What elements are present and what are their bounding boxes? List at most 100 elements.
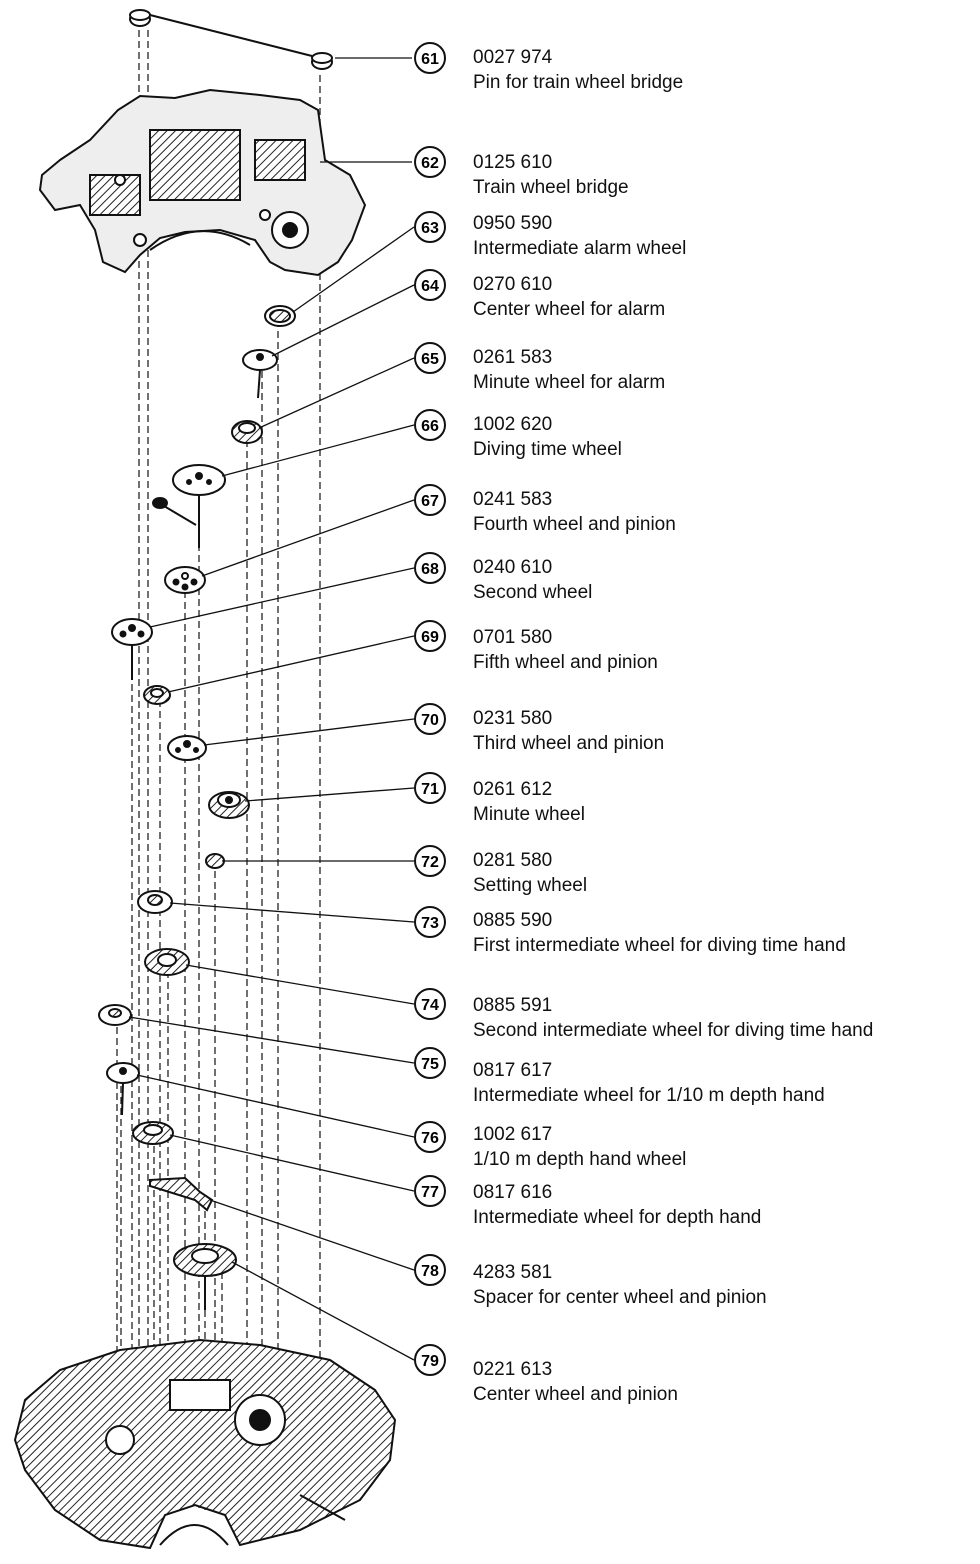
part-code: 1002 617 [473, 1124, 553, 1145]
part-description: Minute wheel [473, 804, 585, 825]
part-code: 0950 590 [473, 213, 553, 234]
callout-number: 79 [421, 1353, 439, 1370]
part-code: 0261 583 [473, 347, 553, 368]
part-code: 0241 583 [473, 489, 553, 510]
callout-67: 67 [414, 484, 446, 516]
callout-number: 71 [421, 781, 439, 798]
minute-wheel-alarm-icon [231, 420, 263, 444]
part-code: 0817 617 [473, 1060, 553, 1081]
intermediate-wheel-tenth-icon [98, 1004, 132, 1026]
part-code: 0240 610 [473, 557, 553, 578]
part-description: Setting wheel [473, 875, 588, 896]
part-code: 0885 591 [473, 995, 553, 1016]
callout-number: 65 [421, 351, 439, 368]
second-wheel-icon [111, 618, 153, 680]
spacer-icon [149, 1176, 214, 1212]
callout-number: 63 [421, 220, 439, 237]
part-description: Intermediate wheel for 1/10 m depth hand [473, 1085, 825, 1106]
part-code: 0817 616 [473, 1182, 553, 1203]
callout-77: 77 [414, 1175, 446, 1207]
diving-time-wheel-icon [152, 464, 226, 548]
part-code: 0270 610 [473, 274, 553, 295]
callout-73: 73 [414, 906, 446, 938]
part-description: Second intermediate wheel for diving tim… [473, 1020, 874, 1041]
callout-number: 73 [421, 915, 439, 932]
callout-number: 69 [421, 629, 439, 646]
callout-62: 62 [414, 146, 446, 178]
fifth-wheel-icon [143, 685, 171, 705]
wheel-icons [98, 305, 296, 1310]
callout-68: 68 [414, 552, 446, 584]
tenth-depth-hand-wheel-icon [106, 1062, 140, 1116]
part-description: Minute wheel for alarm [473, 372, 666, 393]
callout-64: 64 [414, 269, 446, 301]
setting-wheel-icon [205, 853, 225, 869]
callout-69: 69 [414, 620, 446, 652]
part-description: Fifth wheel and pinion [473, 652, 658, 673]
callout-number: 66 [421, 418, 439, 435]
part-code: 0701 580 [473, 627, 553, 648]
part-description: Train wheel bridge [473, 177, 629, 198]
callout-number: 72 [421, 854, 439, 871]
part-description: Intermediate wheel for depth hand [473, 1207, 762, 1228]
part-description: Intermediate alarm wheel [473, 238, 687, 259]
leader-lines [128, 57, 415, 1361]
part-description: Center wheel and pinion [473, 1384, 678, 1405]
train-wheel-bridge-icon [38, 88, 367, 277]
callout-78: 78 [414, 1254, 446, 1286]
part-description: Center wheel for alarm [473, 299, 666, 320]
callout-79: 79 [414, 1344, 446, 1376]
callout-75: 75 [414, 1047, 446, 1079]
part-code: 0027 974 [473, 47, 553, 68]
part-code: 0231 580 [473, 708, 553, 729]
third-wheel-icon [167, 735, 207, 761]
callout-71: 71 [414, 772, 446, 804]
callout-number: 77 [421, 1184, 439, 1201]
callout-number: 62 [421, 155, 439, 172]
callout-number: 78 [421, 1263, 439, 1280]
fourth-wheel-icon [164, 566, 206, 594]
center-wheel-pinion-icon [173, 1243, 237, 1310]
center-wheel-alarm-icon [242, 349, 278, 399]
main-plate-icon [13, 1338, 397, 1550]
callout-number: 74 [421, 997, 439, 1014]
part-description: Spacer for center wheel and pinion [473, 1287, 767, 1308]
callout-72: 72 [414, 845, 446, 877]
callout-61: 61 [414, 42, 446, 74]
minute-wheel-icon [208, 791, 250, 819]
part-code: 0261 612 [473, 779, 553, 800]
part-description: Diving time wheel [473, 439, 622, 460]
callout-76: 76 [414, 1121, 446, 1153]
callout-65: 65 [414, 342, 446, 374]
callout-number: 61 [421, 51, 439, 68]
part-code: 0281 580 [473, 850, 553, 871]
callout-number: 76 [421, 1130, 439, 1147]
callout-74: 74 [414, 988, 446, 1020]
callout-circles: 61 62 63 64 65 66 67 68 69 70 71 72 73 74 75 76 77 78 79 [414, 42, 446, 1376]
part-description: First intermediate wheel for diving time… [473, 935, 846, 956]
callout-70: 70 [414, 703, 446, 735]
part-code: 0221 613 [473, 1359, 553, 1380]
part-description: Pin for train wheel bridge [473, 72, 684, 93]
intermediate-alarm-wheel-icon [264, 305, 296, 327]
intermediate-depth-wheel-icon [132, 1121, 174, 1145]
part-description: Fourth wheel and pinion [473, 514, 676, 535]
part-code: 1002 620 [473, 414, 553, 435]
first-intermediate-wheel-icon [137, 890, 173, 914]
part-code: 0125 610 [473, 152, 553, 173]
